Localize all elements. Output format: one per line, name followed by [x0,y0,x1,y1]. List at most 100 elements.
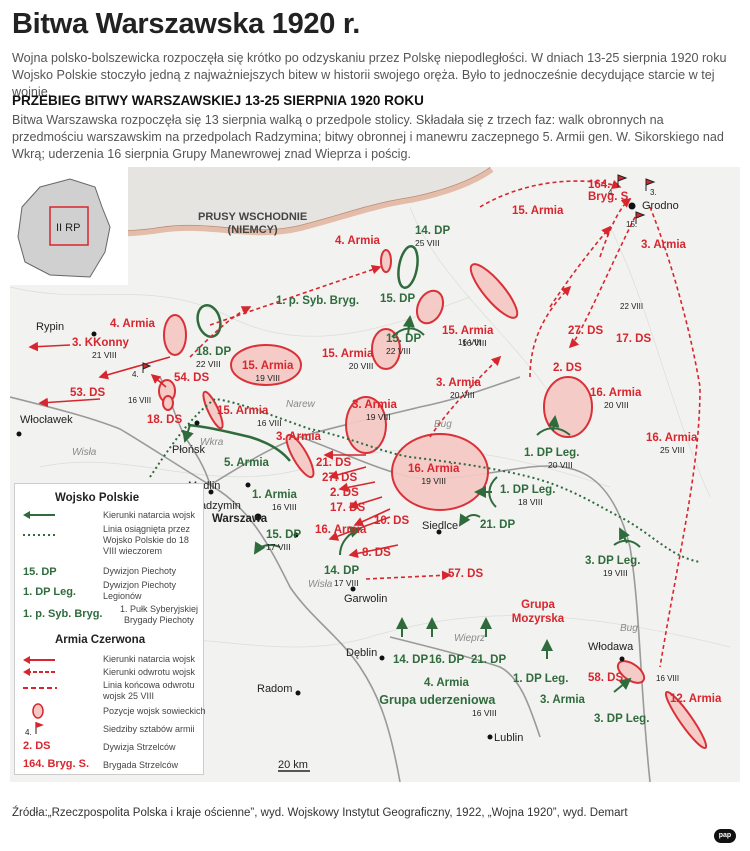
green-unit-name: 15. DP [386,333,422,345]
red-unit-name: 16. Armia [315,524,367,536]
red-unit-name: 15. Armia [217,405,269,417]
red-unit-label: 10. DS [374,515,409,527]
legend-ac-pos: Pozycje wojsk sowieckich [103,706,206,716]
city-lublin: Lublin [494,732,524,744]
legend-red-retreat-icon [23,668,55,676]
red-unit-name: 3. Armia [436,377,481,389]
red-unit-label: 15. Armia [512,205,563,217]
green-unit-date: 16 VIII [472,708,497,718]
green-unit-label: 21. DP [480,519,515,531]
legend-desc: 1. Pułk Syberyjskiej Brygady Piechoty [119,604,199,625]
city-garwolin: Garwolin [344,593,388,605]
red-unit-date: 21 VIII [92,350,117,360]
green-unit-label: 15. DP [380,293,415,305]
red-unit-label: 3. Armia [641,239,686,251]
green-unit-name: 1. DP Leg. [513,673,569,685]
red-unit-name: 15. Armia [512,205,564,217]
red-unit-date: 20 VIII [348,361,374,371]
red-unit-label: 57. DS [448,568,483,580]
green-unit-name: 1. DP Leg. [500,484,556,496]
green-unit-name: 5. Armia [224,457,269,469]
red-unit-name: 17. DS [616,333,652,345]
legend-desc: Dywizja Strzelców [103,742,176,752]
green-unit-date: 22 VIII [196,359,221,369]
green-unit-name: 18. DP [196,346,232,358]
legend-red-arrow-icon [23,656,55,664]
city-rypin: Rypin [36,321,65,333]
red-unit-label: 58. DS [588,672,623,684]
red-unit-label: 27. DS [568,325,603,337]
page-title: Bitwa Warszawska 1920 r. [12,8,360,40]
green-unit-date: 17 VIII [334,578,359,588]
legend-flag-icon [35,722,44,734]
green-unit-label: 16. DP [429,654,464,666]
green-unit-name: Grupa uderzeniowa [379,693,496,707]
river-wisla-south: Wisła [308,579,333,590]
scale-label: 20 km [278,759,308,771]
red-unit-label: 4. Armia [110,318,155,330]
legend-ac-final: Linia końcowa odwrotu wojsk 25 VIII [103,680,195,701]
green-unit-label: 3. DP Leg.19 VIII [585,555,640,579]
legend-red-line-icon [23,687,57,689]
city-warszawa: Warszawa [212,513,268,525]
red-unit-date: 19 VIII [421,476,446,486]
green-unit-label: 14. DP [393,654,428,666]
red-unit-label: 17. DS [616,333,651,345]
green-unit-name: 21. DP [471,654,507,666]
red-unit-name: 3. Armia [276,431,321,443]
legend-wp-attack: Kierunki natarcia wojsk [103,510,196,520]
green-unit-date: 18 VIII [518,497,543,507]
map-legend: Wojsko Polskie Kierunki natarcia wojsk L… [14,483,206,775]
green-unit-label: 5. Armia [224,457,269,469]
green-unit-date: 25 VIII [415,238,440,248]
red-unit-date: 19 VIII [255,373,280,383]
legend-green-arrow-icon [23,511,55,519]
red-unit-name: 16. Armia [646,432,698,444]
river-bug-south: Bug [620,623,638,634]
red-unit-date: 16 VIII [257,418,282,428]
red-unit-name: 3. Armia [641,239,686,251]
green-unit-date: 22 VIII [386,346,411,356]
river-narew: Narew [286,399,315,410]
red-unit-name: 3. KKonny [72,337,129,349]
red-unit-name: Grupa Mozyrska [511,599,565,625]
green-unit-label: 4. Armia [424,677,469,689]
pap-logo: pap [714,829,736,843]
hq-number: 3. [650,188,657,197]
red-unit-name: 4. Armia [110,318,155,330]
red-unit-name: 164. Bryg. S. [588,179,632,203]
red-unit-label: 4. Armia [335,235,380,247]
red-unit-date: 25 VIII [660,445,685,455]
red-unit-name: 27. DS [322,472,358,484]
red-unit-name: 17. DS [330,502,366,514]
green-unit-name: 3. DP Leg. [585,555,641,567]
green-unit-name: 15. DP [266,529,302,541]
city-wlodawa: Włodawa [588,641,634,653]
country-label: PRUSY WSCHODNIE (NIEMCY) [198,211,307,237]
red-unit-name: 15. Armia [322,348,374,360]
legend-ac-retreat: Kierunki odwrotu wojsk [103,667,196,677]
legend-position-icon [32,703,44,719]
red-unit-label: 53. DS [70,387,105,399]
section-heading: PRZEBIEG BITWY WARSZAWSKIEJ 13-25 SIERPN… [12,93,424,108]
date-label: 16 VIII [458,338,482,347]
red-unit-label: 2. DS [330,487,359,499]
hq-number: 15. [626,220,638,229]
green-unit-name: 14. DP [415,225,451,237]
red-unit-label: 16. Armia [315,524,366,536]
inset-label: II RP [56,222,81,234]
green-unit-name: 3. DP Leg. [594,713,650,725]
river-wkra: Wkra [200,437,224,448]
red-unit-label: 18. DS [147,414,182,426]
legend-green-line-icon [23,534,57,536]
green-unit-name: 16. DP [429,654,465,666]
green-unit-name: 14. DP [393,654,429,666]
legend-code: 15. DP [23,566,57,578]
red-unit-name: 12. Armia [670,693,722,705]
